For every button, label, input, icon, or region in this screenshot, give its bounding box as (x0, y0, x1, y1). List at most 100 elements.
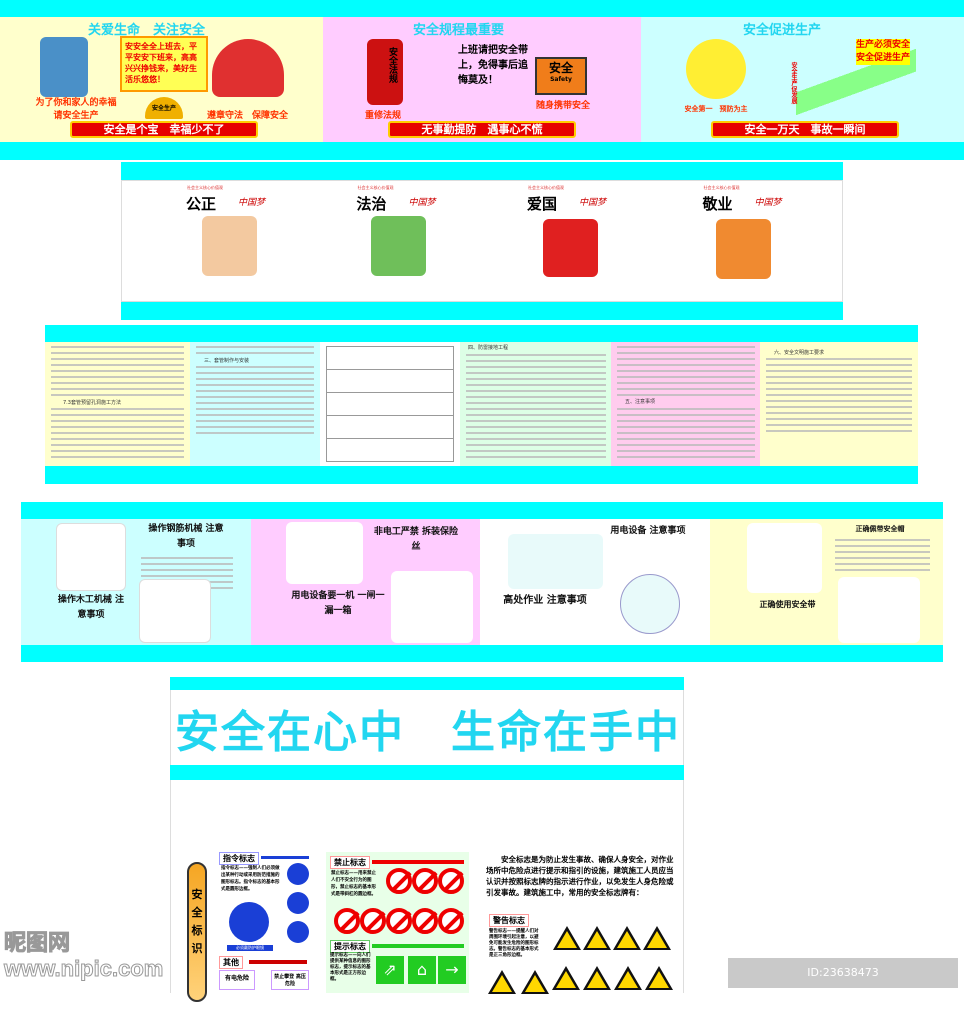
notice-title: 高处作业 注意事项 (503, 595, 587, 606)
section-heading: 7.3套管预留孔洞施工方法 (63, 400, 121, 406)
headline: 安全在心中 生命在手中 (175, 707, 681, 758)
core-value-poster: 社会主义核心价值观 公正 中国梦 (122, 181, 303, 303)
warning-sign-icon (583, 966, 611, 990)
panel-title: 安全规程最重要 (413, 23, 505, 38)
cartoon-illustration (838, 577, 920, 643)
row5-mid-band (170, 765, 684, 780)
helmet-sign-icon (287, 863, 309, 885)
slogan-banner: 无事勤提防 遇事心不慌 (388, 121, 576, 138)
cartoon-panel: 正确佩带安全帽 正确使用安全带 (710, 519, 943, 645)
core-value-poster: 社会主义核心价值观 法治 中国梦 (303, 181, 484, 303)
divider (261, 856, 309, 859)
prohibition-hint-area: 禁止标志 禁止标志——用来禁止人们不安全行为的图形，禁止标志的基本形式是带斜杠的… (326, 852, 469, 993)
panel-care-life: 关爱生命 关注安全 安安全全上班去，平平安安下班来，高高兴兴挣钱来，美好生活乐悠… (0, 17, 323, 142)
text-column: 五、注意事项 (611, 342, 760, 466)
warning-sign-icon (521, 970, 549, 994)
cartoon-illustration (286, 522, 363, 584)
row2-bottom-band (121, 302, 843, 320)
section-description: 指令标志——强制人们必须做出某种行动或采用防范措施的图形标志。指令标志的基本形式… (221, 866, 280, 892)
helmet-illustration: 安全生产 (145, 97, 183, 119)
section-heading: 六、安全文明施工要求 (774, 350, 825, 356)
cartoon-illustration (620, 574, 680, 634)
warning-sign-icon (552, 966, 580, 990)
notice-title: 用电设备要一机 一闸一漏一箱 (291, 591, 385, 616)
no-repair-sign-icon (412, 908, 438, 934)
cartoon-illustration (139, 579, 211, 643)
headline-panel: 安全在心中 生命在手中 (170, 690, 684, 765)
poster-header: 社会主义核心价值观 (703, 185, 740, 190)
notice-title: 正确使用安全带 (759, 600, 816, 609)
electric-danger-sign: 有电危险 (219, 970, 255, 990)
safety-signs-label: 安全标识 (187, 862, 207, 1002)
workers-helmet-illustration (212, 39, 284, 97)
section-label: 其他 (219, 956, 243, 969)
panel-title: 关爱生命 关注安全 (88, 23, 206, 38)
notice-title: 操作钢筋机械 注意事项 (148, 524, 224, 549)
caption: 为了你和家人的幸福 (35, 98, 117, 108)
row2-top-band (121, 162, 843, 180)
panel-title: 安全促进生产 (743, 23, 822, 38)
core-values-row: 社会主义核心价值观 公正 中国梦 社会主义核心价值观 法治 中国梦 社会主义核心… (121, 180, 843, 302)
no-touch-sign-icon (386, 908, 412, 934)
slogan-right: 生产必须安全安全促进生产 (856, 39, 911, 65)
divider (249, 960, 307, 964)
protective-clothing-sign-icon (287, 921, 309, 943)
box-sublabel: Safety (550, 76, 572, 83)
construction-text-row: 7.3套管预留孔洞施工方法 三、套管制作与安装 四、防雷接地工程 五、注意事项 … (45, 342, 918, 466)
section-description: 禁止标志——用来禁止人们不安全行为的图形，禁止标志的基本形式是带斜杠的圆边框。 (331, 871, 376, 897)
divider (372, 860, 464, 864)
poster-title: 敬业 (702, 195, 733, 213)
caption: 请安全生产 (53, 111, 99, 121)
core-value-poster: 社会主义核心价值观 敬业 中国梦 (664, 181, 845, 303)
warning-sign-icon (645, 966, 673, 990)
exit-door-sign-icon: ⌂ (408, 956, 436, 984)
row4-bottom-band (21, 645, 943, 662)
section-heading: 五、注意事项 (625, 399, 656, 405)
cartoon-panel: 用电设备 注意事项 高处作业 注意事项 (480, 519, 710, 645)
row1-bottom-band (0, 142, 964, 160)
text-column: 7.3套管预留孔洞施工方法 (45, 342, 190, 466)
cartoon-illustration (747, 523, 822, 593)
text-column: 三、套管制作与安装 (190, 342, 320, 466)
cartoon-panel: 非电工严禁 拆装保险丝 用电设备要一机 一闸一漏一箱 (251, 519, 480, 645)
china-dream-logo: 中国梦 (754, 198, 782, 208)
section-description: 提示标志——向人们提供某种信息的图形标志，提示标志的基本形式是正方形边框。 (330, 953, 371, 982)
section-label: 指令标志 (219, 852, 259, 865)
no-smoking-sign-icon (412, 868, 438, 894)
section-description: 警告标志——提醒人们对周围环境引起注意，以避免可能发生危险的图形标志。警告标志的… (489, 929, 539, 958)
emergency-exit-sign-icon: → (438, 956, 466, 984)
divider (372, 944, 464, 948)
section-heading: 三、套管制作与安装 (204, 358, 250, 364)
law-book-illustration: 安全法规 (367, 39, 403, 105)
panel-production: 安全促进生产 安全生产促发展 生产必须安全安全促进生产 安全第一 预防为主 安全… (641, 17, 964, 142)
notice-title: 用电设备 注意事项 (610, 526, 686, 536)
china-dream-logo: 中国梦 (579, 198, 607, 208)
notice-title: 非电工严禁 拆装保险丝 (373, 527, 459, 552)
poster-title: 爱国 (527, 195, 558, 213)
warning-sign-icon (553, 926, 581, 950)
warning-sign-icon (613, 926, 641, 950)
no-throwing-sign-icon (360, 908, 386, 934)
pipe-sleeve-table (320, 342, 460, 466)
no-climbing-sign: 禁止攀登 高压危险 (271, 970, 309, 990)
safety-cartoon-row: 操作钢筋机械 注意事项 操作木工机械 注意事项 非电工严禁 拆装保险丝 用电设备… (21, 519, 943, 645)
no-climbing-sign-icon (334, 908, 360, 934)
safety-poem: 安安全全上班去，平平安安下班来，高高兴兴挣钱来，美好生活乐悠悠！ (120, 36, 208, 92)
poster-header: 社会主义核心价值观 (357, 185, 394, 190)
row4-top-band (21, 502, 943, 519)
poster-header: 社会主义核心价值观 (528, 185, 564, 190)
row1-top-band (0, 0, 964, 17)
notice-text: 上班请把安全带上，免得事后追悔莫及！ (458, 45, 528, 86)
notice-title: 操作木工机械 注意事项 (57, 595, 125, 620)
row5-top-band (170, 677, 684, 690)
poster-illustration (543, 219, 598, 277)
section-label: 警告标志 (489, 914, 529, 927)
no-passage-sign-icon (438, 908, 464, 934)
safety-belt-sign-icon (287, 892, 309, 914)
section-label: 提示标志 (330, 940, 370, 953)
section-heading: 四、防雷接地工程 (468, 345, 509, 351)
warning-sign-icon (583, 926, 611, 950)
poster-illustration (370, 216, 426, 276)
family-illustration (40, 37, 88, 97)
